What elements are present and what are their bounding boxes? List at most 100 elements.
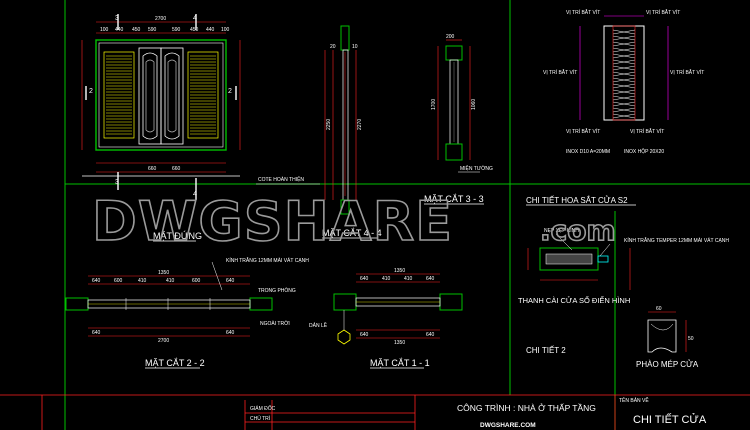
svg-text:2: 2 bbox=[89, 88, 93, 95]
title-field-director: GIÁM ĐỐC bbox=[250, 405, 276, 412]
svg-text:410: 410 bbox=[404, 276, 413, 282]
svg-text:2270: 2270 bbox=[357, 119, 363, 130]
svg-text:50: 50 bbox=[688, 336, 694, 342]
svg-text:100: 100 bbox=[100, 27, 109, 33]
svg-text:4: 4 bbox=[193, 15, 197, 22]
section-mark-4-bottom: 4 bbox=[193, 178, 197, 200]
drawing-name: CHI TIẾT CỬA bbox=[633, 413, 707, 426]
svg-text:440: 440 bbox=[206, 27, 215, 33]
section-2-2-outside: NGOÀI TRỜI bbox=[260, 320, 290, 327]
svg-text:DWGSHARE: DWGSHARE bbox=[92, 190, 453, 253]
grille-bar bbox=[612, 107, 636, 113]
svg-text:660: 660 bbox=[172, 166, 181, 172]
title-block: GIÁM ĐỐC CHỦ TRÌ CÔNG TRÌNH : NHÀ Ở THẤP… bbox=[250, 396, 707, 429]
svg-text:410: 410 bbox=[166, 278, 175, 284]
grille-bar bbox=[612, 35, 636, 41]
svg-text:60: 60 bbox=[656, 306, 662, 312]
svg-text:VỊ TRÍ BẮT VÍT: VỊ TRÍ BẮT VÍT bbox=[630, 127, 664, 135]
grille-bar bbox=[612, 95, 636, 101]
svg-text:590: 590 bbox=[148, 27, 157, 33]
door-leaves bbox=[138, 47, 184, 145]
grille-bar bbox=[612, 29, 636, 35]
frame-detail-top-note: NẸP XẸP KÍNH bbox=[544, 227, 579, 234]
grille-bar bbox=[612, 113, 636, 119]
grille-detail-view: VỊ TRÍ BẮT VÍT VỊ TRÍ BẮT VÍT VỊ TRÍ BẮT… bbox=[526, 8, 704, 206]
svg-text:410: 410 bbox=[138, 278, 147, 284]
grille-bar bbox=[612, 77, 636, 83]
grille-spec-right: INOX HỘP 20X20 bbox=[624, 148, 664, 155]
section-mark-2-right: 2 bbox=[228, 86, 237, 100]
section-mark-2-left: 2 bbox=[85, 86, 93, 100]
detail-2-title: CHI TIẾT 2 bbox=[526, 345, 566, 355]
section-mark-3-bottom: 3 bbox=[115, 172, 119, 190]
section-2-2-title: MẶT CẮT 2 - 2 bbox=[145, 358, 205, 368]
svg-text:2250: 2250 bbox=[326, 119, 332, 130]
grille-bar bbox=[612, 89, 636, 95]
svg-text:VỊ TRÍ BẮT VÍT: VỊ TRÍ BẮT VÍT bbox=[543, 68, 577, 76]
section-2-2-view: 1350 640 600 410 410 600 640 2700 640 640 KÍN… bbox=[65, 256, 309, 369]
website-label: DWGSHARE.COM bbox=[480, 422, 536, 429]
frame-detail-view: NẸP XẸP KÍNH KÍNH TRẮNG TEMPER 12MM MÀI … bbox=[518, 227, 729, 355]
svg-text:640: 640 bbox=[226, 330, 235, 336]
svg-text:VỊ TRÍ BẮT VÍT: VỊ TRÍ BẮT VÍT bbox=[646, 8, 680, 16]
svg-text:100: 100 bbox=[221, 27, 230, 33]
grille-bar bbox=[612, 41, 636, 47]
section-1-1-frame-note: DẢN LỀ bbox=[309, 322, 328, 329]
section-2-2-glass-note: KÍNH TRẮNG 12MM MÀI VÁT CẠNH bbox=[226, 256, 309, 264]
svg-text:3: 3 bbox=[115, 179, 119, 186]
grille-bar bbox=[612, 65, 636, 71]
grille-bar bbox=[612, 71, 636, 77]
svg-text:600: 600 bbox=[192, 278, 201, 284]
section-1-1-title: MẶT CẮT 1 - 1 bbox=[370, 358, 430, 368]
svg-text:4: 4 bbox=[193, 191, 197, 198]
svg-text:640: 640 bbox=[360, 276, 369, 282]
elevation-title: MẶT ĐỨNG bbox=[153, 231, 202, 241]
title-block-frame bbox=[0, 394, 750, 430]
svg-text:VỊ TRÍ BẮT VÍT: VỊ TRÍ BẮT VÍT bbox=[566, 8, 600, 16]
grille-bar bbox=[612, 53, 636, 59]
grille-bar bbox=[612, 101, 636, 107]
section-3-3-title: MẶT CẮT 3 - 3 bbox=[424, 194, 484, 204]
svg-text:VỊ TRÍ BẮT VÍT: VỊ TRÍ BẮT VÍT bbox=[670, 68, 704, 76]
svg-text:640: 640 bbox=[426, 332, 435, 338]
svg-text:600: 600 bbox=[114, 278, 123, 284]
section-2-2-inside: TRONG PHÒNG bbox=[258, 287, 296, 294]
svg-text:640: 640 bbox=[226, 278, 235, 284]
left-louver-panel bbox=[103, 51, 135, 139]
svg-text:2700: 2700 bbox=[158, 338, 169, 344]
svg-text:1060: 1060 bbox=[471, 99, 477, 110]
grille-bar bbox=[612, 83, 636, 89]
svg-text:640: 640 bbox=[92, 330, 101, 336]
svg-text:450: 450 bbox=[190, 27, 199, 33]
dwgshare-watermark: DWGSHARE .com bbox=[91, 189, 616, 254]
svg-text:1350: 1350 bbox=[394, 340, 405, 346]
grille-detail-title: CHI TIẾT HOA SẮT CỬA S2 bbox=[526, 195, 628, 205]
drawing-name-label: TÊN BẢN VẼ bbox=[619, 396, 649, 404]
svg-text:590: 590 bbox=[172, 27, 181, 33]
svg-text:440: 440 bbox=[115, 27, 124, 33]
grille-bar bbox=[612, 59, 636, 65]
svg-text:640: 640 bbox=[360, 332, 369, 338]
svg-text:660: 660 bbox=[148, 166, 157, 172]
title-field-lead: CHỦ TRÌ bbox=[250, 415, 271, 422]
svg-text:640: 640 bbox=[92, 278, 101, 284]
grille-bar bbox=[612, 47, 636, 53]
svg-text:3: 3 bbox=[115, 15, 119, 22]
svg-text:450: 450 bbox=[132, 27, 141, 33]
section-3-3-view: 200 1700 1060 MIỆN TƯỜNG MẶT CẮT 3 - 3 bbox=[424, 34, 493, 205]
sheet-border bbox=[64, 0, 750, 430]
svg-text:200: 200 bbox=[446, 34, 455, 40]
svg-text:10: 10 bbox=[352, 44, 358, 50]
svg-text:2: 2 bbox=[228, 88, 232, 95]
section-3-3-note: MIỆN TƯỜNG bbox=[460, 164, 493, 172]
svg-text:1350: 1350 bbox=[158, 270, 169, 276]
project-name: CÔNG TRÌNH : NHÀ Ở THẤP TẦNG bbox=[457, 402, 596, 413]
frame-detail-title: THANH CÀI CỬA SỔ ĐIỂN HÌNH bbox=[518, 296, 630, 305]
section-4-4-note: COTE HOÀN THIỆN bbox=[258, 175, 304, 183]
